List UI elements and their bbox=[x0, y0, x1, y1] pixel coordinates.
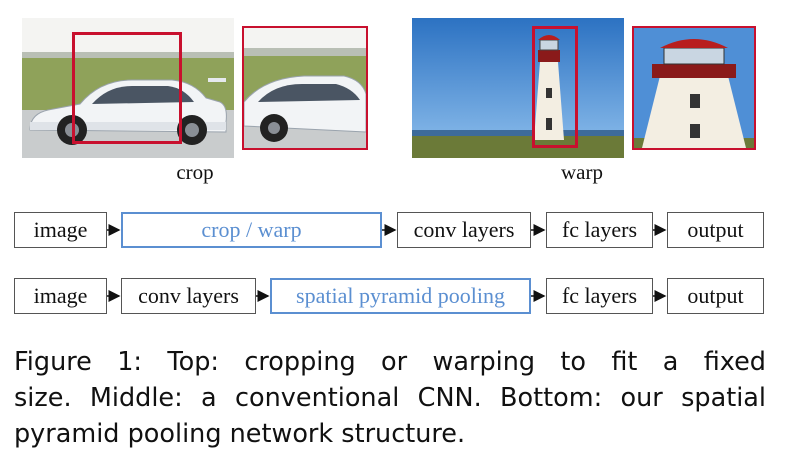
figure-caption: Figure 1: Top: cropping or warping to fi… bbox=[14, 344, 766, 452]
mid-crop-warp-box: crop / warp bbox=[121, 212, 382, 248]
caption-line-1: Figure 1: Top: cropping or warping to fi… bbox=[14, 344, 766, 380]
mid-conv-layers-box: conv layers bbox=[397, 212, 531, 248]
bot-image-box: image bbox=[14, 278, 107, 314]
caption-line-3: pyramid pooling network structure. bbox=[14, 416, 766, 452]
bot-output-box: output bbox=[667, 278, 764, 314]
bot-fc-layers-box: fc layers bbox=[546, 278, 653, 314]
caption-line-2: size. Middle: a conventional CNN. Bottom… bbox=[14, 380, 766, 416]
mid-output-box: output bbox=[667, 212, 764, 248]
bot-conv-layers-box: conv layers bbox=[121, 278, 256, 314]
bot-spp-box: spatial pyramid pooling bbox=[270, 278, 531, 314]
mid-image-box: image bbox=[14, 212, 107, 248]
mid-fc-layers-box: fc layers bbox=[546, 212, 653, 248]
